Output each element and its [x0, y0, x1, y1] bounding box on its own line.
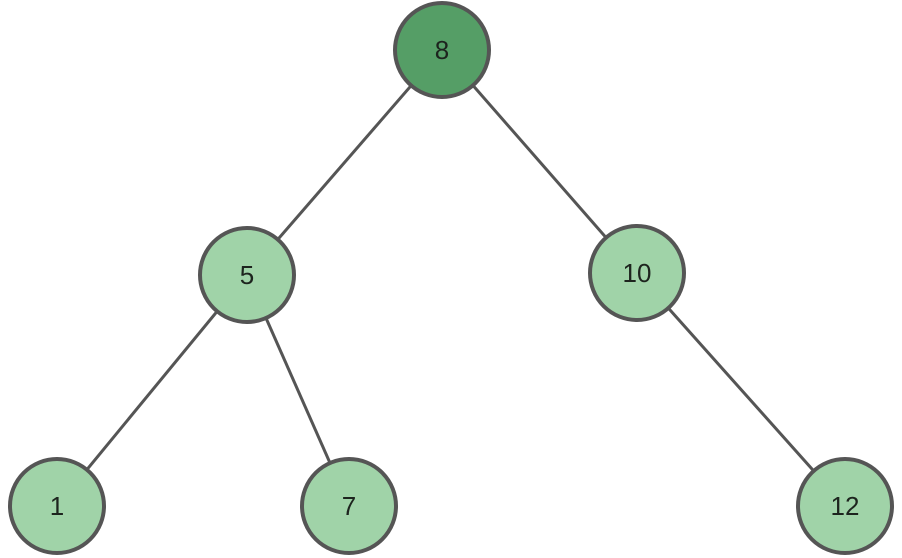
tree-nodes-layer: 8 5 10 1 7 12 — [8, 1, 894, 555]
node-circle — [588, 224, 686, 322]
node-circle — [300, 457, 398, 555]
tree-node-8: 8 — [393, 1, 491, 99]
tree-edges-layer — [55, 49, 847, 507]
tree-node-1: 1 — [8, 457, 106, 555]
tree-edge — [635, 272, 847, 507]
node-circle — [796, 457, 894, 555]
tree-edge — [55, 274, 249, 507]
node-circle — [393, 1, 491, 99]
tree-node-12: 12 — [796, 457, 894, 555]
tree-edge — [440, 49, 639, 274]
tree-node-5: 5 — [198, 226, 296, 324]
node-circle — [8, 457, 106, 555]
tree-node-7: 7 — [300, 457, 398, 555]
node-circle — [198, 226, 296, 324]
tree-node-10: 10 — [588, 224, 686, 322]
tree-edge — [245, 49, 444, 276]
